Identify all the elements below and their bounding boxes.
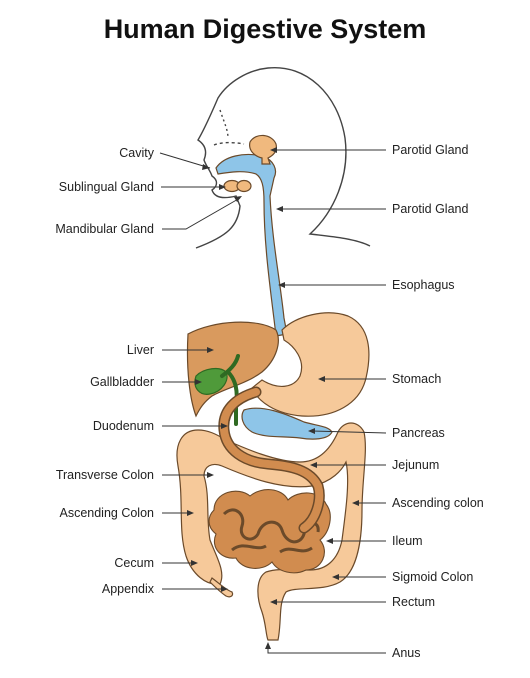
label-jejunum: Jejunum	[392, 458, 439, 472]
label-cecum: Cecum	[114, 556, 154, 570]
label-ascending-colon-right: Ascending colon	[392, 496, 484, 510]
label-parotid-gland-upper: Parotid Gland	[392, 143, 468, 157]
label-pancreas: Pancreas	[392, 426, 445, 440]
head-outline	[195, 66, 371, 249]
label-anus: Anus	[392, 646, 421, 660]
label-esophagus: Esophagus	[392, 278, 455, 292]
stomach-shape	[251, 312, 370, 417]
leader-lines	[159, 147, 387, 654]
label-cavity: Cavity	[119, 146, 154, 160]
gallbladder-shape	[194, 367, 228, 395]
label-rectum: Rectum	[392, 595, 435, 609]
parotid-gland-shape	[249, 134, 277, 165]
label-sublingual-gland: Sublingual Gland	[59, 180, 154, 194]
label-duodenum: Duodenum	[93, 419, 154, 433]
label-ascending-colon-left: Ascending Colon	[59, 506, 154, 520]
small-intestine-shape	[208, 489, 331, 574]
label-stomach: Stomach	[392, 372, 441, 386]
label-appendix: Appendix	[102, 582, 155, 596]
label-liver: Liver	[127, 343, 154, 357]
label-transverse-colon: Transverse Colon	[56, 468, 154, 482]
sublingual-gland-shape-2	[236, 179, 252, 193]
page-title: Human Digestive System	[103, 14, 427, 44]
label-gallbladder: Gallbladder	[90, 375, 154, 389]
label-ileum: Ileum	[392, 534, 423, 548]
label-mandibular-gland: Mandibular Gland	[55, 222, 154, 236]
label-parotid-gland-lower: Parotid Gland	[392, 202, 468, 216]
label-sigmoid-colon: Sigmoid Colon	[392, 570, 473, 584]
